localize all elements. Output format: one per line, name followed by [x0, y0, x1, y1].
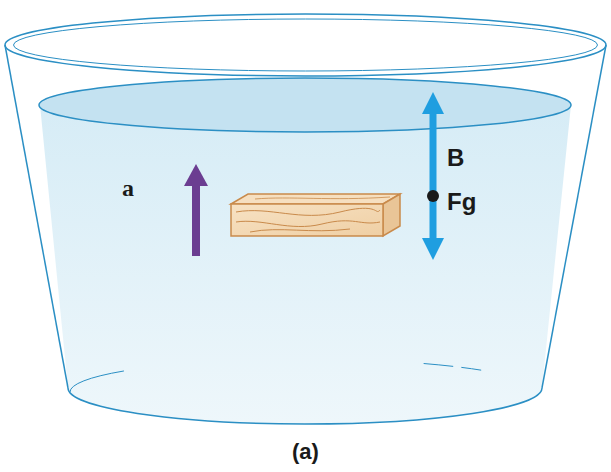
wooden-block	[231, 194, 400, 236]
beaker-rim	[5, 14, 606, 76]
beaker-wall	[542, 45, 606, 388]
figure-caption: (a)	[292, 441, 319, 463]
beaker-bottom	[68, 388, 542, 424]
force-label: Fg	[447, 190, 476, 214]
force-arrows	[422, 92, 444, 260]
force-label: B	[447, 146, 464, 170]
acceleration-arrow	[184, 164, 208, 256]
beaker-rim-inner	[14, 19, 598, 71]
beaker-bottom-back	[70, 359, 540, 392]
acceleration-label: a	[122, 176, 134, 200]
water	[40, 105, 571, 424]
beaker-wall	[5, 45, 68, 388]
water-surface	[39, 78, 571, 132]
